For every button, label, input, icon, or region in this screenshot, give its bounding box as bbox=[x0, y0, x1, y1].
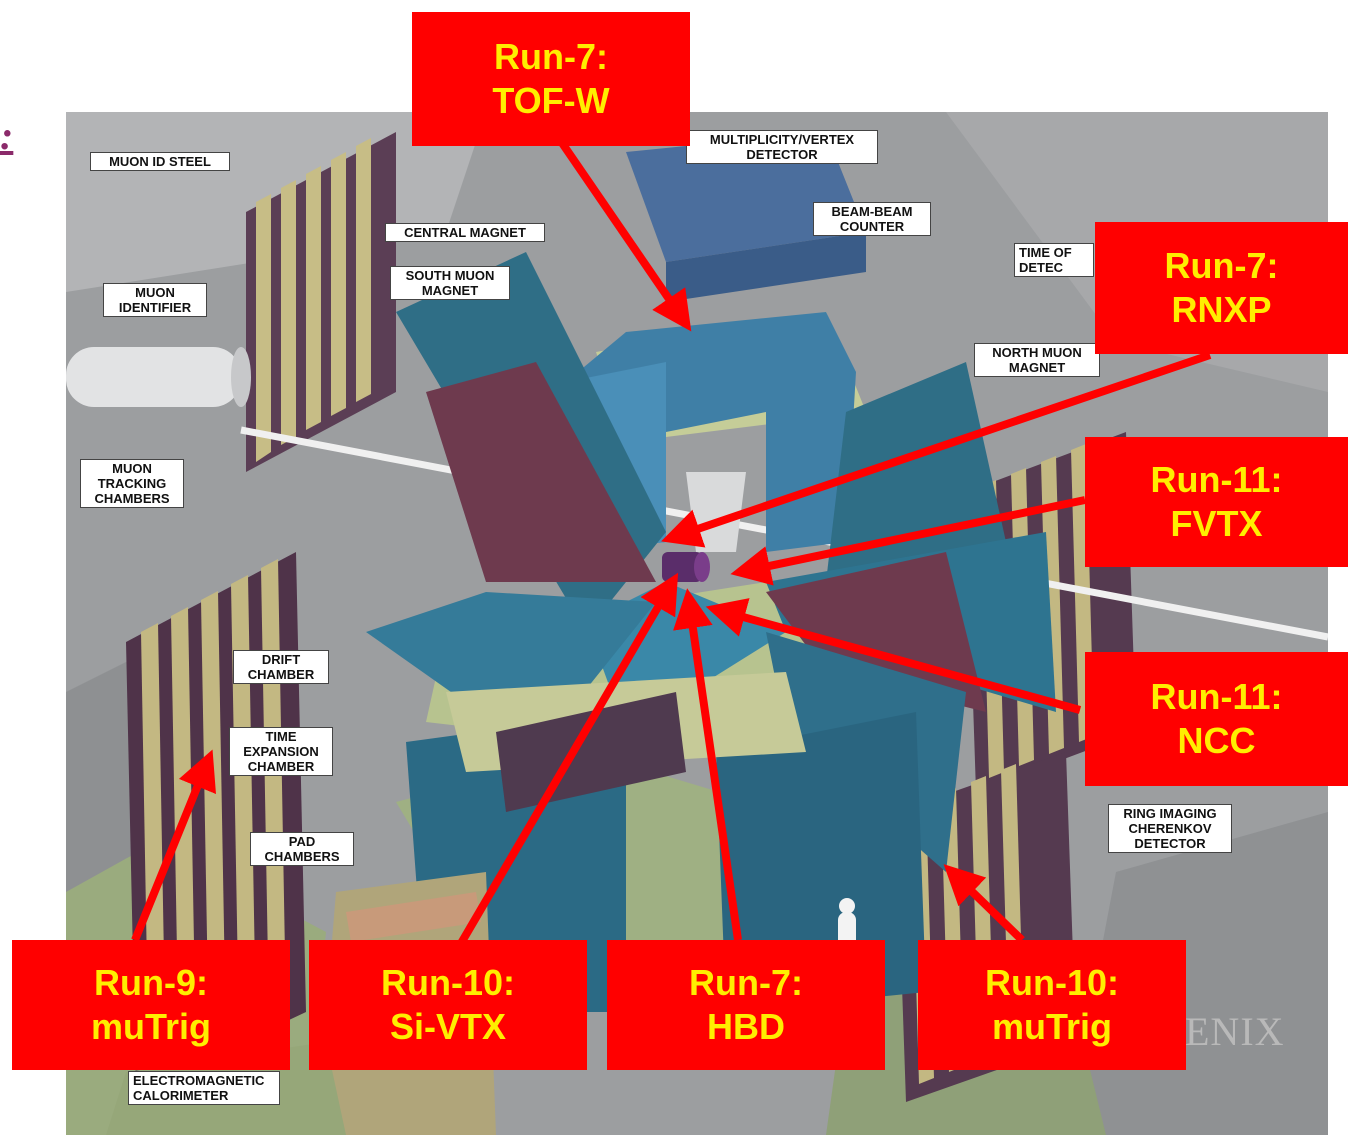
label-em-calorimeter: ELECTROMAGNETIC CALORIMETER bbox=[128, 1071, 280, 1105]
label-north-muon-magnet: NORTH MUON MAGNET bbox=[974, 343, 1100, 377]
label-multiplicity-vertex: MULTIPLICITY/VERTEX DETECTOR bbox=[686, 130, 878, 164]
label-muon-identifier: MUON IDENTIFIER bbox=[103, 283, 207, 317]
callout-sivtx-line2: Si-VTX bbox=[390, 1005, 506, 1049]
callout-ncc-line1: Run-11: bbox=[1150, 675, 1282, 719]
header-fragment: : bbox=[0, 112, 13, 159]
callout-hbd-line2: HBD bbox=[707, 1005, 785, 1049]
callout-tofw-line2: TOF-W bbox=[492, 79, 609, 123]
callout-mutrig9-line2: muTrig bbox=[91, 1005, 211, 1049]
callout-mutrig9-line1: Run-9: bbox=[94, 961, 208, 1005]
callout-mutrig10-line2: muTrig bbox=[992, 1005, 1112, 1049]
callout-hbd: Run-7: HBD bbox=[607, 940, 885, 1070]
label-muon-tracking-chambers: MUON TRACKING CHAMBERS bbox=[80, 459, 184, 508]
callout-mutrig9: Run-9: muTrig bbox=[12, 940, 290, 1070]
label-time-of-flight: TIME OF DETEC bbox=[1014, 243, 1094, 277]
callout-mutrig10: Run-10: muTrig bbox=[918, 940, 1186, 1070]
callout-ncc: Run-11: NCC bbox=[1085, 652, 1348, 786]
label-drift-chamber: DRIFT CHAMBER bbox=[233, 650, 329, 684]
label-ring-imaging-cherenkov: RING IMAGING CHERENKOV DETECTOR bbox=[1108, 804, 1232, 853]
callout-sivtx: Run-10: Si-VTX bbox=[309, 940, 587, 1070]
callout-rnxp: Run-7: RNXP bbox=[1095, 222, 1348, 354]
callout-rnxp-line2: RNXP bbox=[1171, 288, 1271, 332]
label-beam-beam-counter: BEAM-BEAM COUNTER bbox=[813, 202, 931, 236]
label-south-muon-magnet: SOUTH MUON MAGNET bbox=[390, 266, 510, 300]
callout-sivtx-line1: Run-10: bbox=[381, 961, 515, 1005]
callout-tofw-line1: Run-7: bbox=[494, 35, 608, 79]
label-time-expansion-chamber: TIME EXPANSION CHAMBER bbox=[229, 727, 333, 776]
label-muon-id-steel: MUON ID STEEL bbox=[90, 152, 230, 171]
callout-tofw: Run-7: TOF-W bbox=[412, 12, 690, 146]
callout-ncc-line2: NCC bbox=[1178, 719, 1256, 763]
label-pad-chambers: PAD CHAMBERS bbox=[250, 832, 354, 866]
phenix-brand-text: ENIX bbox=[1185, 1008, 1285, 1055]
callout-mutrig10-line1: Run-10: bbox=[985, 961, 1119, 1005]
label-central-magnet: CENTRAL MAGNET bbox=[385, 223, 545, 242]
callout-rnxp-line1: Run-7: bbox=[1165, 244, 1279, 288]
callout-fvtx-line1: Run-11: bbox=[1150, 458, 1282, 502]
callout-fvtx-line2: FVTX bbox=[1170, 502, 1262, 546]
callout-hbd-line1: Run-7: bbox=[689, 961, 803, 1005]
callout-fvtx: Run-11: FVTX bbox=[1085, 437, 1348, 567]
